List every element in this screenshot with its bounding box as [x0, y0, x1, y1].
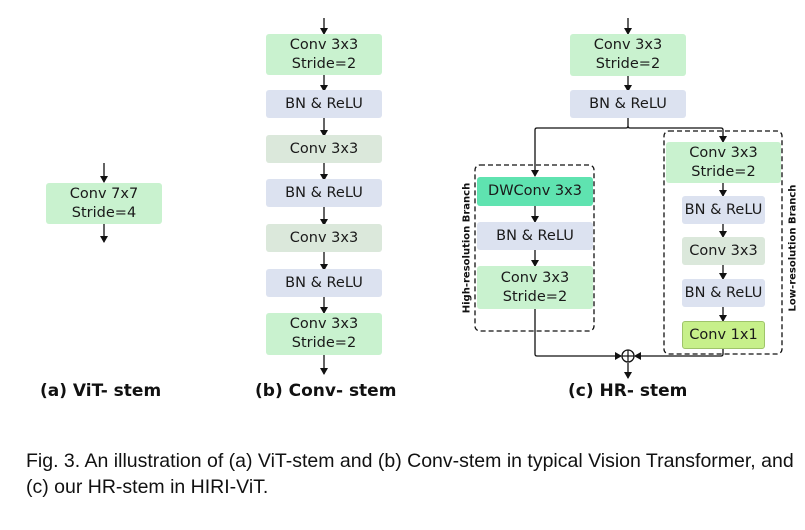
vit-stem-caption: (a) ViT- stem [40, 381, 162, 401]
hr-top-bn-block: BN & ReLU [570, 90, 686, 118]
block-op: Conv 3x3 [289, 316, 359, 332]
hr-low-bn1-block: BN & ReLU [682, 196, 765, 224]
hr-stem-caption: (c) HR- stem [568, 381, 688, 401]
block-stride: Stride=2 [691, 163, 756, 180]
figure-caption: Fig. 3. An illustration of (a) ViT-stem … [26, 450, 794, 498]
high-resolution-branch-label: High-resolution Branch [461, 182, 473, 314]
block-op: Conv 3x3 [689, 242, 758, 259]
conv-stem-block-7: Conv 3x3 Stride=2 [266, 313, 382, 355]
block-stride: Stride=2 [502, 288, 568, 305]
conv-stem-block-3: Conv 3x3 [266, 135, 382, 163]
conv-stem-block-4: BN & ReLU [266, 179, 382, 207]
vit-conv-block: Conv 7x7 Stride=4 [46, 183, 162, 224]
block-op: Conv 1x1 [689, 326, 758, 343]
block-op: BN & ReLU [285, 274, 363, 291]
block-op: BN & ReLU [285, 184, 363, 201]
hr-stem-arrows [531, 18, 727, 379]
add-icon [621, 349, 635, 363]
hr-low-conv3-block: Conv 1x1 [682, 321, 765, 349]
block-op: Conv 3x3 [593, 37, 663, 53]
low-resolution-branch-label: Low-resolution Branch [787, 184, 799, 312]
conv-stem-block-1: Conv 3x3 Stride=2 [266, 34, 382, 75]
conv-stem-block-2: BN & ReLU [266, 90, 382, 118]
block-op: Conv 3x3 [289, 229, 359, 246]
block-op: BN & ReLU [285, 95, 363, 112]
block-stride: Stride=2 [291, 55, 357, 72]
hr-low-conv1-block: Conv 3x3 Stride=2 [666, 142, 781, 183]
block-op: Conv 3x3 [289, 140, 359, 157]
block-op: Conv 3x3 [689, 144, 758, 161]
hr-high-bn-block: BN & ReLU [477, 222, 593, 250]
block-op: BN & ReLU [684, 284, 763, 301]
vit-conv-op: Conv 7x7 [69, 185, 139, 202]
block-op: BN & ReLU [684, 201, 763, 218]
block-stride: Stride=2 [595, 56, 661, 72]
high-resolution-branch-frame [474, 164, 595, 332]
vit-conv-stride: Stride=4 [71, 204, 137, 221]
conv-stem-block-6: BN & ReLU [266, 269, 382, 297]
hr-low-bn2-block: BN & ReLU [682, 279, 765, 307]
conv-stem-block-5: Conv 3x3 [266, 224, 382, 252]
block-stride: Stride=2 [291, 335, 357, 351]
hr-high-conv-block: Conv 3x3 Stride=2 [477, 266, 593, 309]
block-op: Conv 3x3 [289, 36, 359, 53]
block-op: Conv 3x3 [500, 269, 570, 286]
block-op: BN & ReLU [496, 227, 574, 244]
hr-dwconv-block: DWConv 3x3 [477, 177, 593, 206]
block-op: DWConv 3x3 [488, 183, 582, 199]
hr-low-conv2-block: Conv 3x3 [682, 237, 765, 265]
hr-top-conv-block: Conv 3x3 Stride=2 [570, 34, 686, 76]
block-op: BN & ReLU [589, 95, 667, 112]
conv-stem-caption: (b) Conv- stem [255, 381, 397, 401]
